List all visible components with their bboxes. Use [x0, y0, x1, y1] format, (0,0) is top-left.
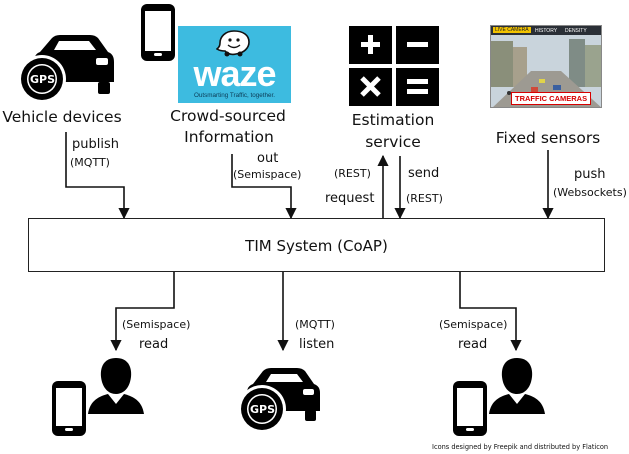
traffic-camera-image: LIVE CAMERA HISTORY DENSITY TRAFFIC CAME… [490, 25, 602, 108]
send-label: send [408, 166, 440, 181]
camera-tab-live: LIVE CAMERA [493, 27, 531, 33]
car-icon [238, 368, 320, 433]
camera-tab-bar: LIVE CAMERA HISTORY DENSITY [491, 26, 601, 35]
read-left-protocol: (Semispace) [122, 318, 191, 331]
calculator-icon [349, 26, 439, 106]
gps-badge: GPS [250, 403, 276, 416]
publish-protocol: (MQTT) [70, 156, 110, 169]
publish-label: publish [72, 137, 119, 152]
arrow-publish [65, 132, 130, 220]
read-left-label: read [139, 337, 169, 352]
send-protocol: (REST) [406, 192, 443, 205]
icon-credit: Icons designed by Freepik and distribute… [432, 443, 609, 451]
listen-protocol: (MQTT) [295, 318, 335, 331]
phone-icon [141, 4, 175, 61]
listen-label: listen [299, 337, 335, 352]
out-label: out [257, 151, 279, 166]
phone-icon [453, 381, 487, 436]
estimation-label: Estimation [351, 111, 435, 129]
arrow-read-left [110, 272, 175, 352]
push-protocol: (Websockets) [553, 186, 627, 199]
waze-logo: waze Outsmarting Traffic, together. [178, 26, 291, 103]
arrow-out [231, 154, 297, 220]
crowd-sourced-label: Crowd-sourced [170, 107, 286, 125]
waze-wordmark: waze [193, 53, 276, 94]
request-label: request [325, 191, 375, 206]
camera-tab-history: HISTORY [535, 28, 558, 34]
waze-face-icon [216, 30, 250, 57]
vehicle-devices-label: Vehicle devices [2, 108, 122, 126]
information-label: Information [184, 128, 274, 146]
request-protocol: (REST) [334, 167, 371, 180]
read-right-protocol: (Semispace) [439, 318, 508, 331]
fixed-sensors-label: Fixed sensors [495, 129, 601, 147]
person-icon [88, 358, 144, 414]
gps-badge: GPS [30, 73, 56, 86]
out-protocol: (Semispace) [233, 168, 302, 181]
camera-title: TRAFFIC CAMERAS [511, 92, 592, 105]
service-label: service [365, 133, 421, 151]
car-icon [18, 35, 114, 103]
person-icon [489, 358, 545, 414]
tim-system-title: TIM System (CoAP) [245, 237, 388, 255]
arrow-read-right [459, 272, 522, 352]
camera-tab-density: DENSITY [565, 28, 587, 34]
read-right-label: read [458, 337, 488, 352]
push-label: push [574, 167, 606, 182]
tim-system-box: TIM System (CoAP) [28, 218, 605, 272]
phone-icon [52, 381, 86, 436]
waze-tagline: Outsmarting Traffic, together. [193, 92, 276, 99]
